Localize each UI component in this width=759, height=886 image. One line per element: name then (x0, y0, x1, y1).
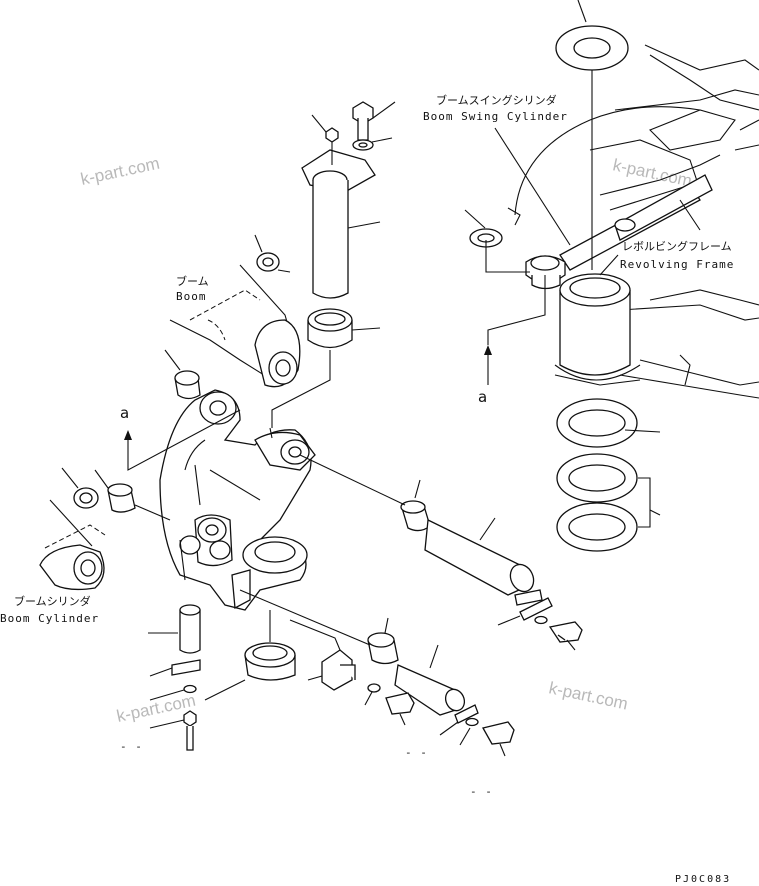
lower-long-pin (239, 589, 466, 716)
boom-label-en: Boom (176, 290, 207, 303)
swing-bracket (159, 389, 316, 611)
lock-washer-left (183, 684, 197, 694)
lock-plate-lower (454, 704, 479, 724)
watermark-4: k-part.com (547, 678, 629, 713)
lower-bushing (204, 610, 296, 701)
frame-boss (554, 273, 641, 381)
revolving-frame-label-jp: レボルビングフレーム (622, 239, 732, 253)
watermark-1: k-part.com (79, 154, 161, 189)
mark-center: - - (405, 746, 428, 759)
lock-plate-upper (519, 597, 553, 621)
boom-cylinder (39, 499, 106, 591)
upper-long-pin (299, 454, 543, 606)
boom-label-jp: ブーム (176, 274, 209, 288)
lock-bolt-upper (548, 621, 583, 651)
mark-left: - - (120, 740, 143, 753)
bolt-stopper (385, 692, 415, 726)
washer-stopper (367, 683, 381, 693)
boom-bushing (164, 349, 201, 400)
boom-cylinder-label-en: Boom Cylinder (0, 612, 99, 625)
view-marker-a-right: a (478, 388, 487, 406)
lock-bolt-left (149, 710, 197, 751)
watermark-2: k-part.com (611, 155, 693, 190)
lock-bolt-lower (482, 721, 515, 757)
boom (169, 264, 301, 388)
boom-swing-cylinder-label-en: Boom Swing Cylinder (423, 110, 568, 123)
small-screw (311, 114, 339, 165)
cylinder-bushing (94, 469, 136, 513)
lock-plate-left (171, 659, 201, 676)
boom-swing-cylinder-label-jp: ブームスイングシリンダ (436, 93, 557, 107)
revolving-frame-label-en: Revolving Frame (620, 258, 734, 271)
view-marker-a-left: a (120, 404, 129, 422)
boom-cylinder-label-jp: ブームシリンダ (14, 594, 91, 608)
stopper-block (289, 619, 356, 691)
lock-washer-lower (465, 717, 479, 727)
bushing-center (271, 308, 381, 428)
vertical-pin (148, 604, 201, 654)
mark-right: - - (470, 785, 493, 798)
top-bolt (352, 101, 396, 151)
drawing-code: PJ0C083 (675, 874, 731, 885)
boom-swing-cylinder (525, 174, 713, 290)
bracket-bushing (301, 149, 381, 299)
lock-washer-upper (534, 615, 548, 625)
shim-stack (556, 398, 661, 552)
revolving-frame (514, 44, 759, 399)
